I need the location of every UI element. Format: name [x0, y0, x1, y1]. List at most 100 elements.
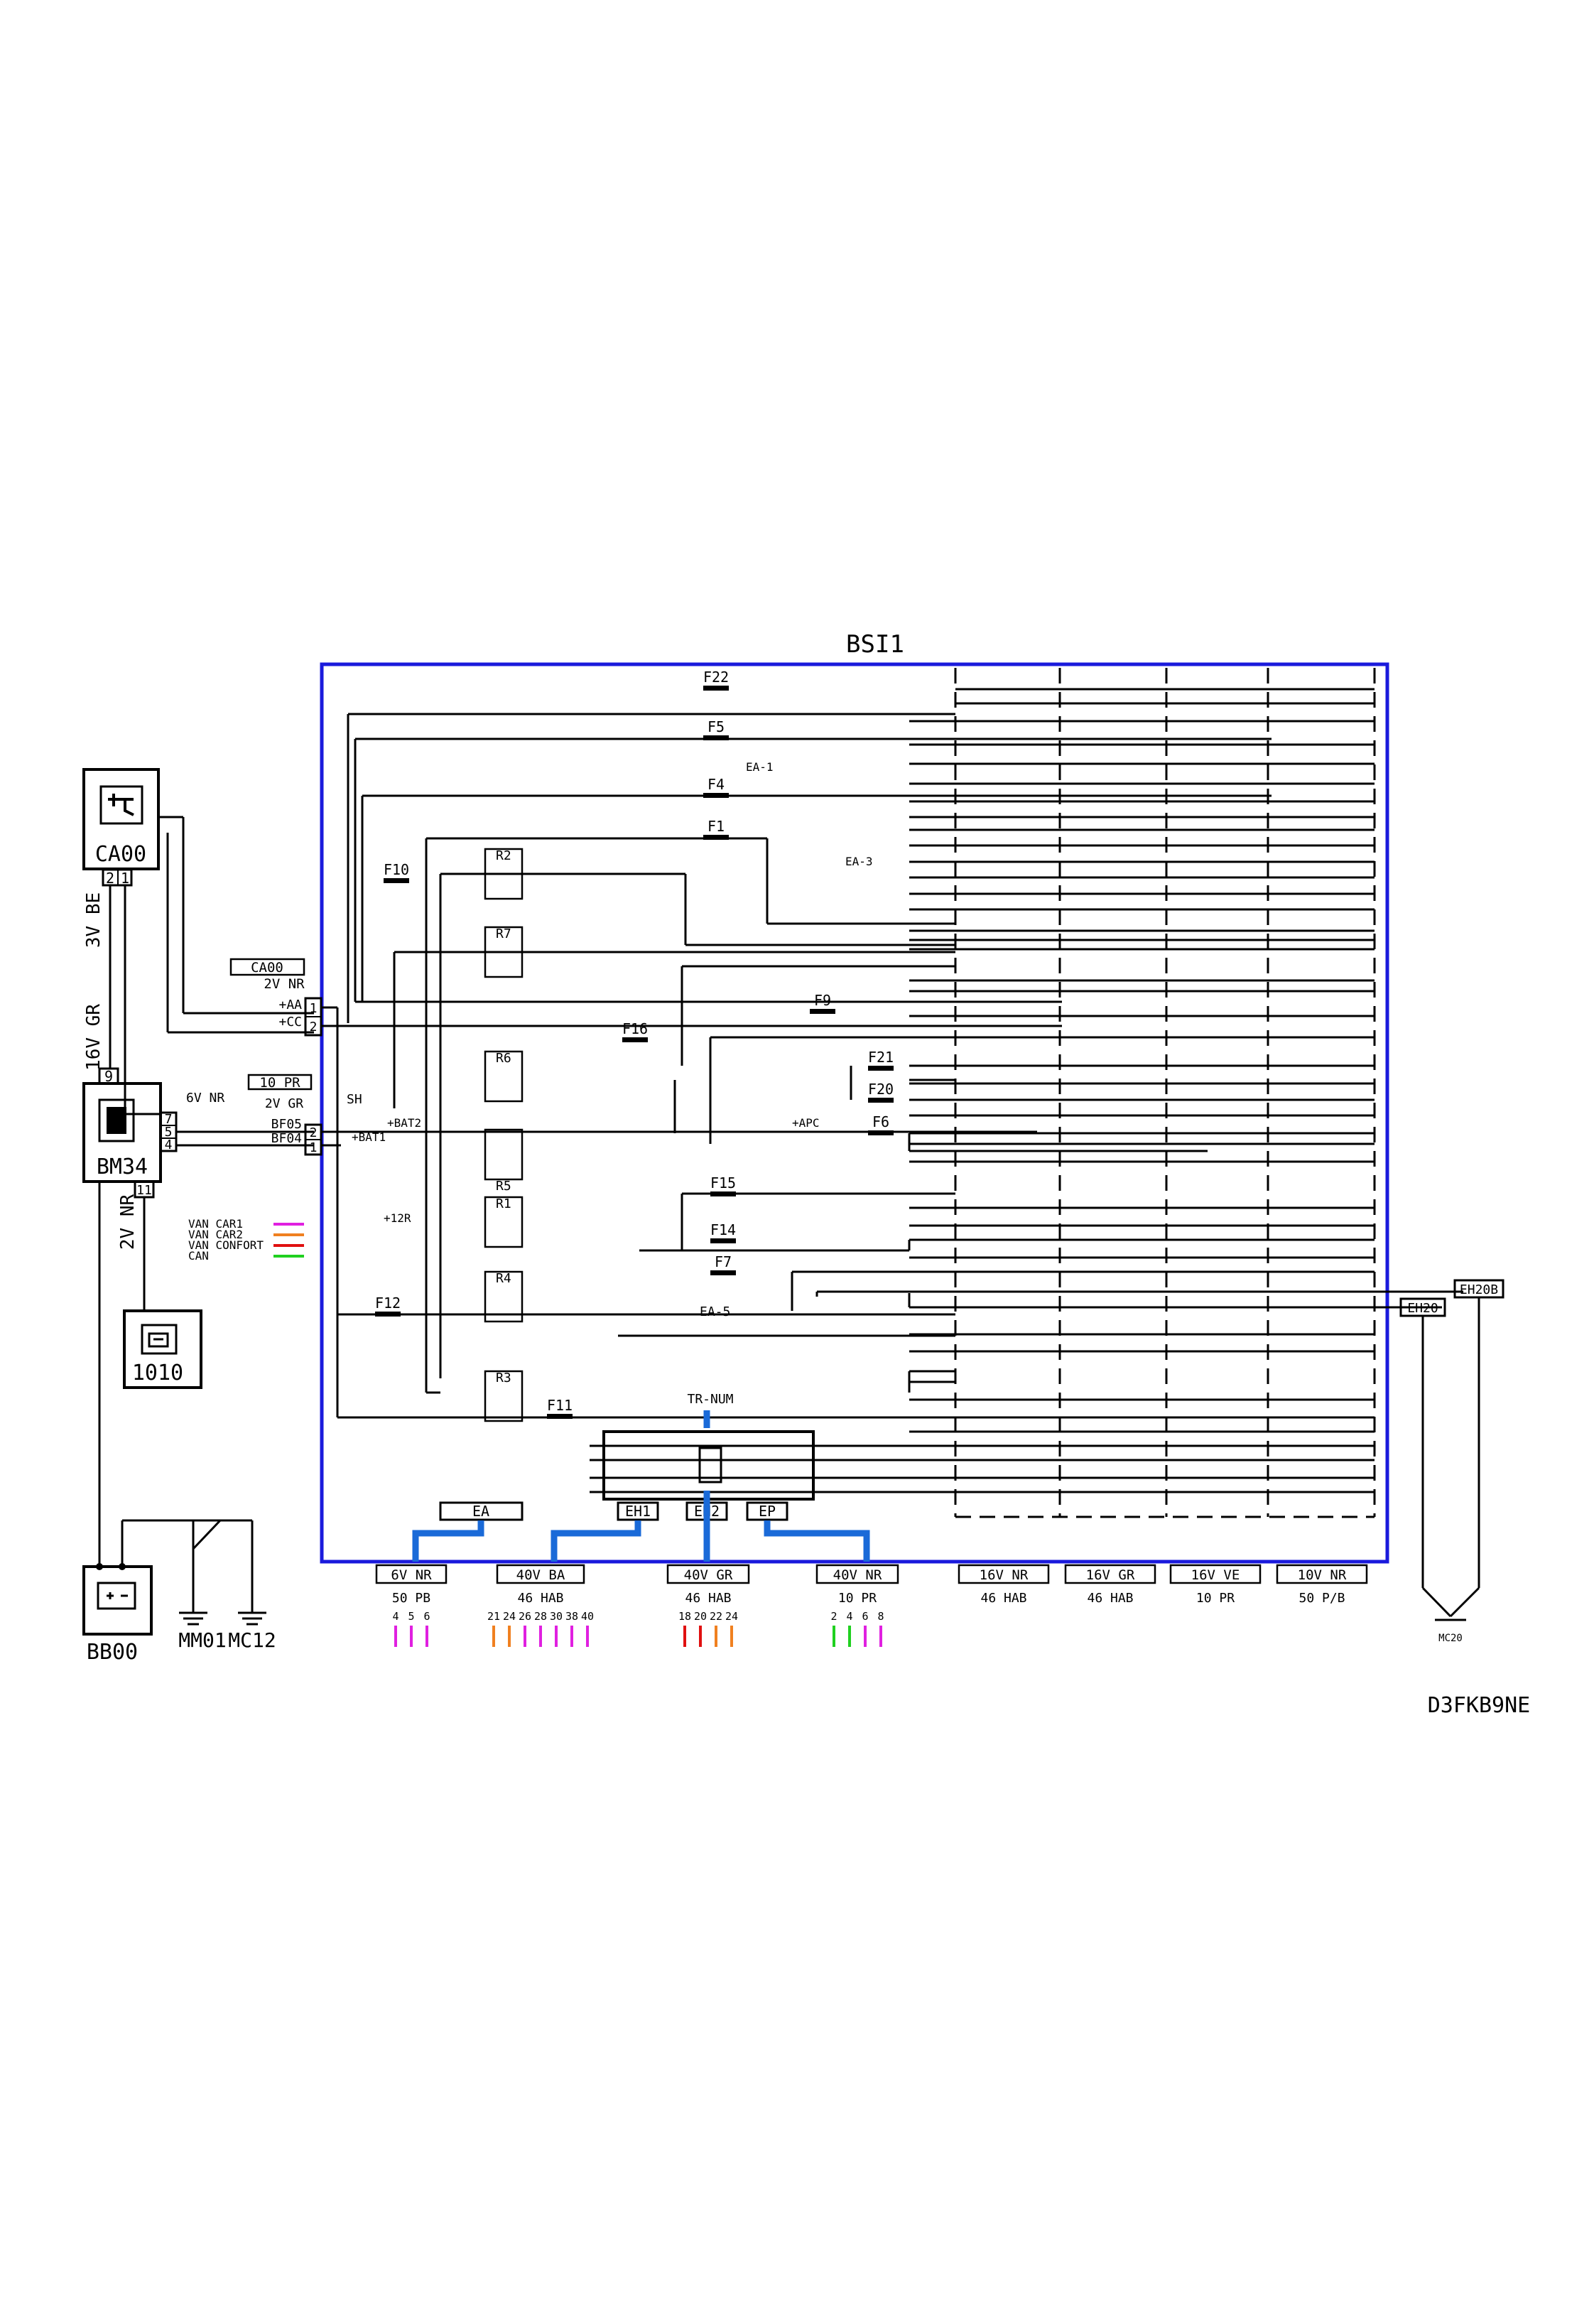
wire-2vnr-bm34: 2V NR: [117, 1194, 139, 1250]
fuse-f10: F10: [384, 861, 409, 878]
input-pin-bf05: 2: [310, 1125, 318, 1140]
connector-sub-46hab-16vnr: 46 HAB: [980, 1591, 1026, 1606]
bus-pin-number: 4: [846, 1610, 852, 1623]
fuse-f1: F1: [707, 818, 725, 835]
fuse-f7: F7: [715, 1253, 732, 1270]
signal-bf04: BF04: [271, 1131, 302, 1146]
module-eh1: EH1: [625, 1503, 651, 1520]
relays: [484, 848, 524, 1422]
bus-pin-number: 18: [678, 1610, 691, 1623]
input-pin-cc: 2: [310, 1020, 318, 1034]
signal-ea3: EA-3: [845, 855, 873, 868]
bus-pin-number: 22: [710, 1610, 722, 1623]
bus-pin-number: 24: [725, 1610, 738, 1623]
connector-6vnr: 6V NR: [391, 1567, 432, 1583]
bus-pin-number: 5: [408, 1610, 414, 1623]
signal-cc: +CC: [278, 1015, 302, 1029]
connector-10vnr: 10V NR: [1298, 1567, 1347, 1583]
bus-pin-number: 28: [534, 1610, 547, 1623]
relay-r3: R3: [496, 1371, 511, 1385]
legend-van-car1: VAN CAR1: [188, 1217, 243, 1231]
wire-ca00-2vnr: 2V NR: [264, 976, 305, 992]
bus-pin-number: 38: [565, 1610, 578, 1623]
bb00-component: BB00: [82, 1565, 153, 1665]
ca00-component: CA00 2 1: [82, 768, 160, 887]
connector-sub-46hab-16vgr: 46 HAB: [1087, 1591, 1133, 1606]
connector-sub-10pr: 10 PR: [838, 1591, 877, 1606]
ca00-label: CA00: [95, 842, 146, 867]
connector-eh20: EH20: [1407, 1301, 1438, 1316]
signal-12r: +12R: [384, 1211, 411, 1225]
connector-sub-50pb-nr: 50 P/B: [1298, 1591, 1345, 1606]
bm34-pin-4: 4: [165, 1137, 173, 1152]
microcontroller-module: [602, 1430, 815, 1501]
battery-icon: [107, 1592, 128, 1599]
signal-bat1: +BAT1: [352, 1130, 386, 1144]
modules: [439, 1501, 788, 1521]
c1010-label: 1010: [132, 1361, 183, 1385]
signal-aa: +AA: [278, 998, 302, 1012]
bus-pin-number: 21: [487, 1610, 500, 1623]
mm01-label: MM01: [178, 1628, 226, 1652]
relay-r5: R5: [496, 1179, 511, 1194]
connector-16vgr: 16V GR: [1086, 1567, 1135, 1583]
legend-can: CAN: [188, 1249, 209, 1263]
connector-ca00: CA00: [251, 960, 283, 975]
input-pin-aa: 1: [310, 1001, 318, 1016]
fuse-f22: F22: [703, 669, 729, 686]
ca00-pin-1: 1: [121, 870, 129, 887]
bus-pin-number: 8: [877, 1610, 884, 1623]
connector-10pr: 10 PR: [259, 1075, 300, 1091]
engine-ecu-icon: [148, 1332, 169, 1348]
bus-pin-number: 40: [581, 1610, 594, 1623]
signal-ea5: EA-5: [700, 1304, 730, 1319]
signal-sh: SH: [347, 1092, 362, 1107]
input-pin-bf04: 1: [310, 1140, 318, 1155]
ground-mm01: [179, 1520, 207, 1626]
bus-pin-number: 2: [830, 1610, 837, 1623]
fuse-f4: F4: [707, 776, 725, 793]
chip-icon: [698, 1447, 722, 1483]
bm34-pin-7: 7: [165, 1112, 173, 1127]
ca00-pin-2: 2: [106, 870, 114, 887]
bus-legend: VAN CAR1 VAN CAR2 VAN CONFORT CAN: [188, 1217, 304, 1263]
bus-pin-number: 4: [392, 1610, 398, 1623]
fuse-f20: F20: [868, 1081, 894, 1098]
connector-sub-46hab-gr: 46 HAB: [685, 1591, 731, 1606]
c1010-component: 1010: [123, 1309, 202, 1389]
signal-bf05: BF05: [271, 1117, 302, 1132]
connector-40vnr: 40V NR: [833, 1567, 882, 1583]
connector-zones: [954, 668, 1376, 1518]
bus-pin-number: 30: [550, 1610, 563, 1623]
fuse-f6: F6: [872, 1113, 889, 1130]
drawing-reference: D3FKB9NE: [1428, 1693, 1531, 1718]
bm34-pin-9: 9: [104, 1068, 113, 1085]
bm34-component: BM34 9 7 5 4 11: [82, 1067, 178, 1199]
wire-16vgr: 16V GR: [83, 1004, 104, 1071]
signal-tr-num: TR-NUM: [687, 1392, 733, 1407]
mc20-wiring: [1421, 1297, 1480, 1621]
module-ep: EP: [759, 1503, 776, 1520]
wire-bm34-6vnr: 6V NR: [186, 1091, 224, 1106]
fuse-f14: F14: [710, 1221, 736, 1238]
internal-wiring: [321, 688, 1463, 1493]
legend-van-confort: VAN CONFORT: [188, 1238, 264, 1252]
bus-arrows: [412, 1410, 870, 1562]
connector-40vgr: 40V GR: [684, 1567, 733, 1583]
connector-16vnr: 16V NR: [980, 1567, 1029, 1583]
connector-40vba: 40V BA: [516, 1567, 565, 1583]
bus-pin-number: 6: [423, 1610, 430, 1623]
relay-r4: R4: [496, 1271, 511, 1286]
bus-pin-number: 26: [519, 1610, 531, 1623]
bus-pin-number: 24: [503, 1610, 516, 1623]
relay-r2: R2: [496, 848, 511, 863]
connector-16vve: 16V VE: [1191, 1567, 1240, 1583]
bb00-label: BB00: [87, 1640, 138, 1665]
bsi1-frame: [320, 662, 1389, 1564]
wire-3vbe: 3V BE: [83, 892, 104, 948]
signal-bat2: +BAT2: [387, 1116, 421, 1130]
relay-r6: R6: [496, 1051, 511, 1066]
relay-r7: R7: [496, 926, 511, 941]
